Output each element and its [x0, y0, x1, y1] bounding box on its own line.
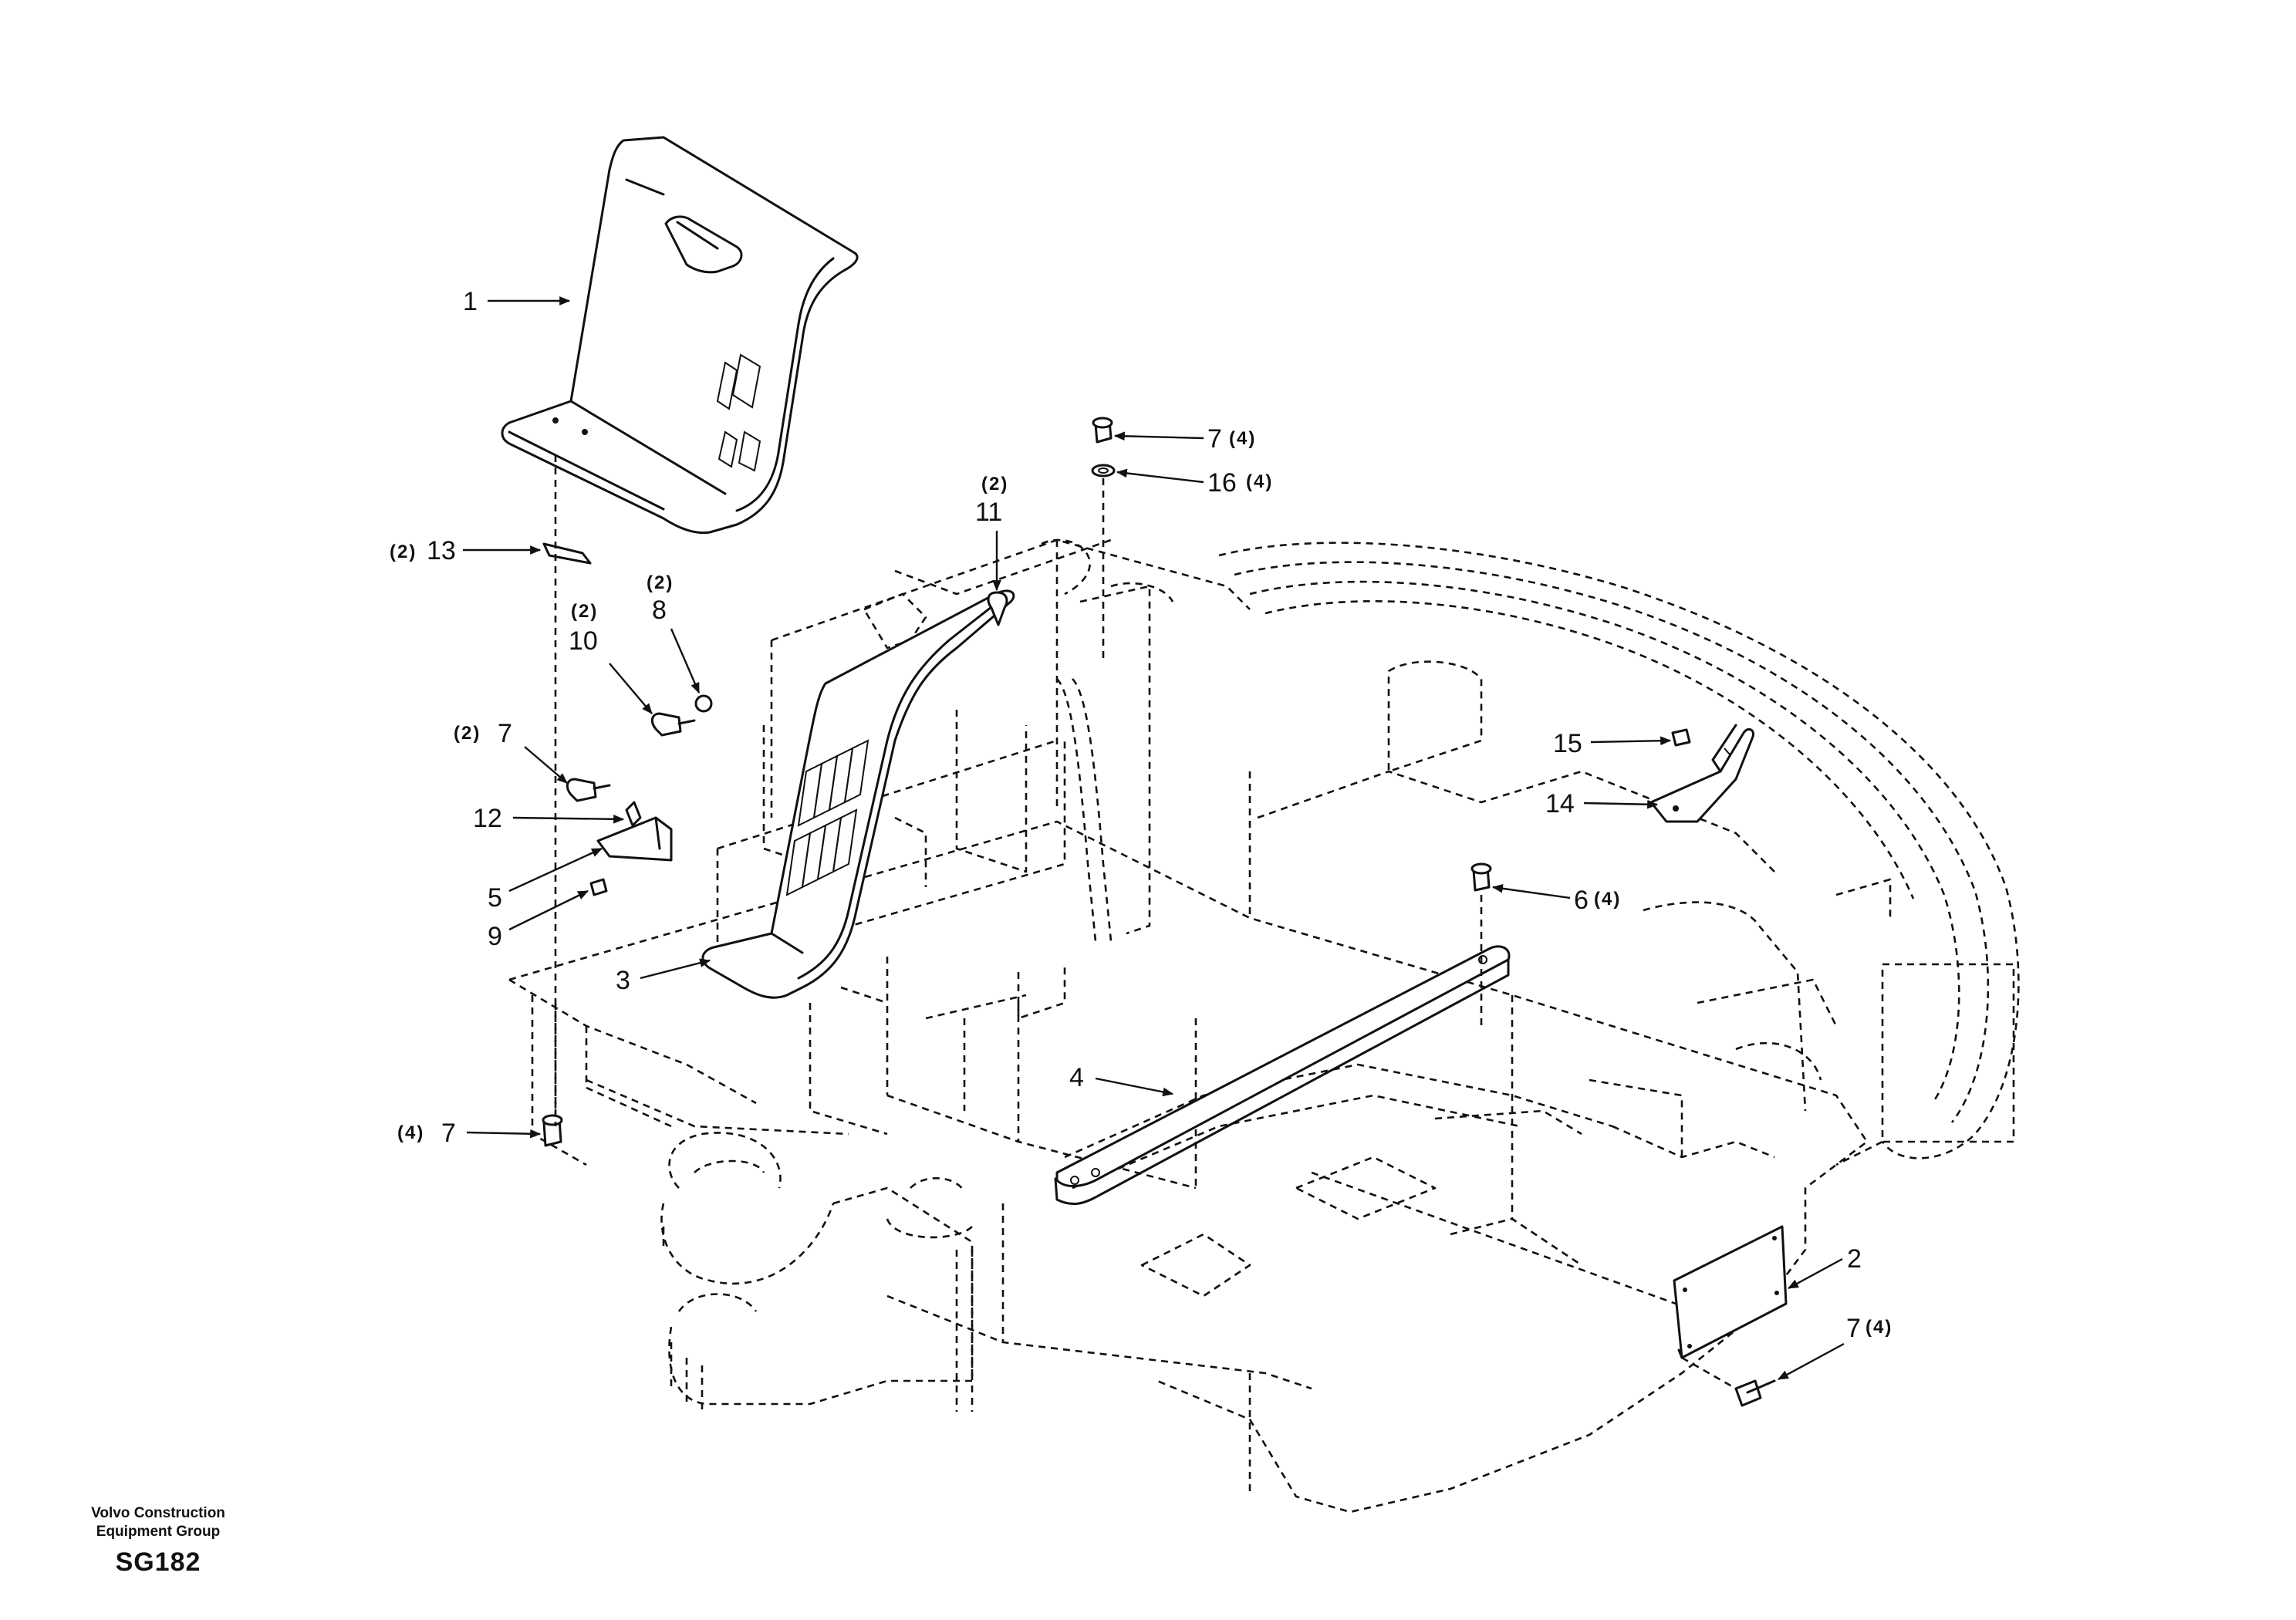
- svg-text:13: 13: [427, 536, 456, 565]
- part-11-grommet: [987, 591, 1008, 626]
- part-3-side-panel: [701, 589, 1015, 999]
- drawing-footer: Volvo Construction Equipment Group SG182: [46, 1504, 270, 1578]
- callout-1: 1: [463, 287, 571, 316]
- callout-7-bottom-right: 7 (4): [1777, 1314, 1893, 1381]
- svg-text:(2): (2): [390, 542, 417, 562]
- callout-6: 6 (4): [1491, 884, 1621, 915]
- side-panel-vents: [785, 739, 869, 896]
- bolt-7-left: [566, 778, 611, 802]
- callout-3: 3: [616, 958, 711, 995]
- svg-text:12: 12: [473, 804, 502, 833]
- svg-text:16: 16: [1207, 468, 1237, 498]
- bolt-6: [1470, 862, 1492, 892]
- svg-text:7: 7: [498, 719, 512, 748]
- callout-7-top: 7 (4): [1113, 424, 1256, 454]
- part-14-bracket: [1649, 724, 1755, 823]
- svg-text:5: 5: [488, 883, 502, 913]
- callout-13: (2) 13: [390, 536, 542, 565]
- callout-16: 16 (4): [1116, 468, 1273, 498]
- svg-text:(2): (2): [981, 474, 1008, 494]
- svg-text:2: 2: [1847, 1244, 1862, 1274]
- svg-text:7: 7: [1846, 1314, 1861, 1343]
- part-4-support-strap: [1054, 945, 1511, 1206]
- svg-text:4: 4: [1069, 1063, 1084, 1092]
- company-name-line-1: Volvo Construction: [91, 1505, 225, 1521]
- callout-12: 12: [473, 804, 625, 833]
- callout-7-bottom-left: (4) 7: [397, 1119, 542, 1148]
- svg-text:15: 15: [1553, 729, 1582, 758]
- svg-text:6: 6: [1574, 886, 1589, 915]
- part-13-clip: [542, 542, 592, 565]
- nut-15: [1671, 728, 1691, 747]
- callout-7-left: (2) 7: [454, 719, 568, 784]
- upper-frame-outline: [508, 538, 2020, 1514]
- svg-text:(4): (4): [397, 1122, 424, 1143]
- svg-text:11: 11: [975, 498, 1002, 527]
- svg-text:14: 14: [1545, 789, 1575, 818]
- bolt-7-top: [1092, 417, 1113, 444]
- callout-4: 4: [1069, 1063, 1174, 1097]
- nut-9: [589, 878, 608, 896]
- svg-text:7: 7: [441, 1119, 456, 1148]
- callout-8: (2) 8: [647, 572, 701, 694]
- svg-text:3: 3: [616, 966, 630, 995]
- svg-text:10: 10: [569, 626, 598, 656]
- part-2-cover-plate: [1673, 1225, 1788, 1359]
- washer-16: [1091, 464, 1116, 478]
- svg-text:(4): (4): [1246, 471, 1273, 492]
- svg-text:(2): (2): [647, 572, 674, 593]
- part-12-pin: [625, 801, 642, 827]
- bolt-7-lower-left: [542, 1114, 563, 1147]
- part-5-latch-bracket: [596, 816, 673, 862]
- svg-text:(4): (4): [1594, 889, 1621, 910]
- svg-text:1: 1: [463, 287, 478, 316]
- washer-8: [694, 694, 713, 713]
- svg-text:(2): (2): [571, 601, 598, 622]
- svg-text:(2): (2): [454, 723, 481, 744]
- callout-11: (2) 11: [975, 474, 1008, 592]
- bolt-7-lower-right: [1734, 1379, 1776, 1407]
- callout-15: 15: [1553, 729, 1672, 758]
- svg-text:(4): (4): [1866, 1317, 1893, 1338]
- callout-10: (2) 10: [569, 601, 653, 714]
- callout-5: 5: [488, 847, 603, 913]
- svg-text:9: 9: [488, 922, 502, 951]
- drawing-code: SG182: [115, 1547, 201, 1577]
- callout-2: 2: [1787, 1244, 1862, 1290]
- part-1-cover-panel: [501, 136, 859, 535]
- callout-9: 9: [488, 889, 589, 951]
- svg-text:(4): (4): [1229, 428, 1256, 449]
- company-name-line-2: Equipment Group: [96, 1524, 221, 1540]
- callout-14: 14: [1545, 789, 1659, 818]
- bolt-10: [650, 712, 696, 737]
- svg-text:8: 8: [652, 596, 667, 625]
- assembly-guide-line-4: [1681, 1356, 1737, 1390]
- svg-text:7: 7: [1207, 424, 1222, 454]
